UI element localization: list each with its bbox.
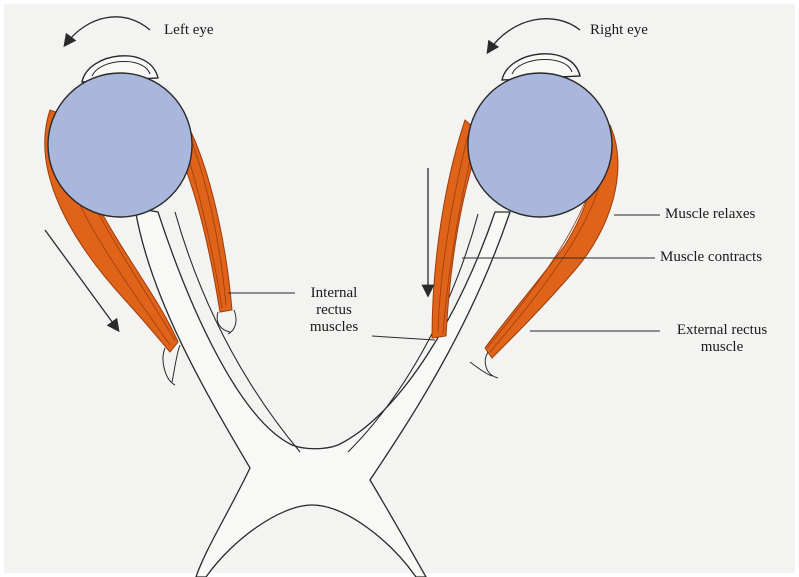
label-left-eye: Left eye (164, 22, 214, 39)
label-internal-rectus-line1: Internal (296, 285, 372, 302)
label-external-rectus-muscle: External rectus muscle (663, 322, 781, 356)
label-muscle-relaxes: Muscle relaxes (665, 206, 755, 223)
label-muscle-contracts: Muscle contracts (660, 249, 762, 266)
label-internal-rectus-muscles: Internal rectus muscles (296, 285, 372, 336)
label-internal-rectus-line3: muscles (296, 319, 372, 336)
left-eyeball (48, 73, 192, 217)
label-internal-rectus-line2: rectus (296, 302, 372, 319)
label-right-eye: Right eye (590, 22, 648, 39)
right-eyeball (468, 73, 612, 217)
label-external-rectus-line1: External rectus (663, 322, 781, 339)
label-external-rectus-line2: muscle (663, 339, 781, 356)
